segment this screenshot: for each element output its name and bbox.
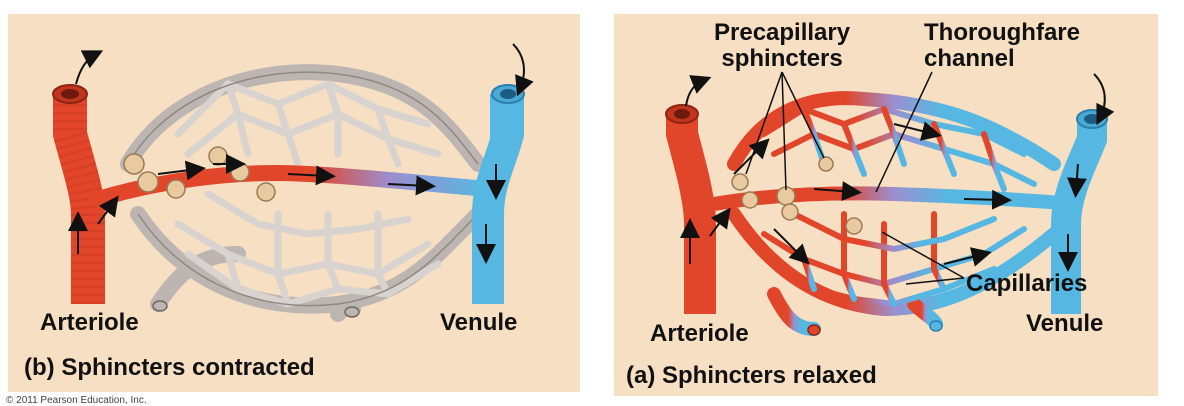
contracted-diagram: [52, 43, 534, 322]
venule-label: Venule: [1026, 310, 1104, 337]
arteriole-label: Arteriole: [40, 309, 139, 336]
capillary-stub-left: [807, 324, 821, 336]
arteriole-label: Arteriole: [650, 320, 749, 347]
venule-vessel: [472, 84, 525, 304]
capillary-mesh: [174, 79, 442, 308]
label-pointers: [745, 71, 965, 285]
capillary-stub-right: [929, 320, 943, 332]
flow-arrows: [680, 73, 1115, 272]
venule-label: Venule: [440, 309, 518, 336]
panel-sphincters-relaxed: Precapillary sphincters Thoroughfare cha…: [614, 14, 1158, 396]
thoroughfare-channel: [707, 186, 1081, 211]
caption-contracted: (b) Sphincters contracted: [24, 354, 315, 381]
thoroughfare-channel-label: Thoroughfare channel: [924, 20, 1080, 72]
panel-sphincters-contracted: Arteriole Venule (b) Sphincters contract…: [8, 14, 580, 392]
arteriole-vessel: [52, 84, 105, 304]
thoroughfare-line2: channel: [924, 45, 1015, 72]
precapillary-line2: sphincters: [721, 45, 843, 72]
arteriole-vessel: [665, 104, 716, 314]
sphincters-relaxed: [731, 156, 863, 235]
precapillary-sphincters-label: Precapillary sphincters: [714, 20, 850, 72]
precapillary-line1: Precapillary: [714, 19, 851, 46]
thoroughfare-line1: Thoroughfare: [924, 19, 1080, 46]
capillary-stub-right: [344, 306, 360, 318]
relaxed-diagram: [665, 71, 1115, 336]
caption-relaxed: (a) Sphincters relaxed: [626, 362, 877, 389]
capillary-stub-left: [152, 300, 168, 312]
copyright-notice: © 2011 Pearson Education, Inc.: [6, 395, 147, 406]
flow-arrows: [68, 43, 534, 264]
capillaries-label: Capillaries: [966, 270, 1088, 297]
capillary-outline: [127, 71, 479, 307]
